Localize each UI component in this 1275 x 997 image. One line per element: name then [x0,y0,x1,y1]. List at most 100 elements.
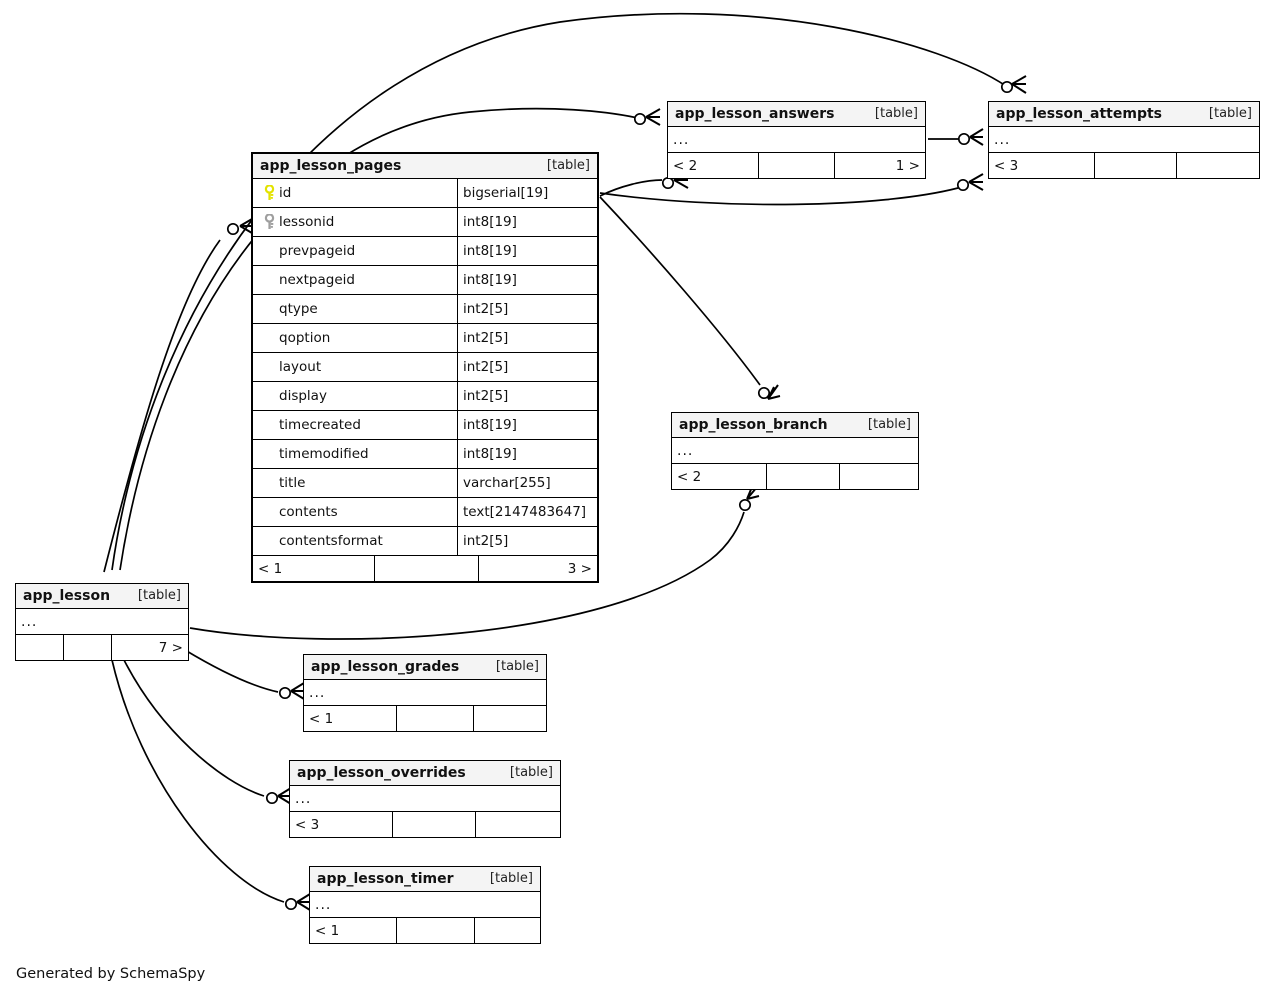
crowfoot-attempts-top [1011,75,1027,94]
column-name-cell: title [253,469,458,497]
table-title-bar: app_lesson_grades [table] [304,655,546,680]
column-label: lessonid [279,214,335,230]
table-kind-label: [table] [1208,106,1252,121]
column-type: text[2147483647] [463,504,587,520]
column-label: display [279,388,327,404]
table-name: app_lesson [23,587,111,604]
footer-middle [393,812,476,837]
table-name: app_lesson_attempts [996,105,1162,122]
table-row[interactable]: nextpageid int8[19] [253,266,597,295]
column-label: qtype [279,301,318,317]
table-title-bar: app_lesson_answers [table] [668,102,925,127]
column-type: int8[19] [463,417,517,433]
crowfoot-attempts-mid [969,128,984,146]
table-row[interactable]: contentsformat int2[5] [253,527,597,556]
table-app-lesson-overrides[interactable]: app_lesson_overrides [table] ... < 3 [289,760,561,838]
table-row[interactable]: id bigserial[19] [253,179,597,208]
footer-children-count [1177,153,1259,178]
column-name-cell: display [253,382,458,410]
table-title-bar: app_lesson_overrides [table] [290,761,560,786]
edge-pages-to-answers [599,179,663,197]
column-label: nextpageid [279,272,355,288]
table-name: app_lesson_pages [260,157,402,174]
footer-children-count: 3 > [567,560,592,577]
column-name-cell: layout [253,353,458,381]
column-type: int2[5] [463,388,509,404]
table-app-lesson-branch[interactable]: app_lesson_branch [table] ... < 2 [671,412,919,490]
crowfoot-branch-top [767,384,781,400]
table-title-bar: app_lesson [table] [16,584,188,609]
edge-lesson-to-grades [184,649,279,693]
column-type: int2[5] [463,359,509,375]
table-app-lesson-timer[interactable]: app_lesson_timer [table] ... < 1 [309,866,541,944]
column-type: int8[19] [463,272,517,288]
column-type: int8[19] [463,243,517,259]
table-footer: < 1 [304,706,546,731]
table-name: app_lesson_answers [675,105,835,122]
crowfoot-answers-top [645,108,661,126]
table-row[interactable]: qtype int2[5] [253,295,597,324]
table-row[interactable]: display int2[5] [253,382,597,411]
collapsed-columns-indicator: ... [672,438,918,464]
column-type: bigserial[19] [463,185,549,201]
table-row[interactable]: lessonid int8[19] [253,208,597,237]
footer-parents-count: < 1 [304,706,397,731]
column-name-cell: qoption [253,324,458,352]
collapsed-columns-indicator: ... [310,892,540,918]
edge-pages-to-branch [599,196,761,386]
table-row[interactable]: timemodified int8[19] [253,440,597,469]
footer-parents-count [16,635,64,660]
table-app-lesson[interactable]: app_lesson [table] ... 7 > [15,583,189,661]
foreign-key-icon [259,214,279,230]
column-type: int2[5] [463,301,509,317]
column-name-cell: contentsformat [253,527,458,555]
table-title-bar: app_lesson_timer [table] [310,867,540,892]
table-name: app_lesson_timer [317,870,454,887]
collapsed-columns-indicator: ... [668,127,925,153]
collapsed-columns-indicator: ... [290,786,560,812]
table-row[interactable]: layout int2[5] [253,353,597,382]
footer-middle [397,706,474,731]
table-kind-label: [table] [874,106,918,121]
edge-lesson-to-pages [103,239,221,573]
column-type: int8[19] [463,446,517,462]
footer-children-count: 1 > [895,157,920,174]
footer-parents-count: < 1 [310,918,397,943]
table-footer: < 1 [310,918,540,943]
collapsed-columns-indicator: ... [16,609,188,635]
column-name-cell: contents [253,498,458,526]
table-footer: < 2 1 > [668,153,925,178]
column-type: int2[5] [463,330,509,346]
table-row[interactable]: qoption int2[5] [253,324,597,353]
table-row[interactable]: contents text[2147483647] [253,498,597,527]
table-title-bar: app_lesson_attempts [table] [989,102,1259,127]
column-name-cell: id [253,179,458,207]
table-app-lesson-answers[interactable]: app_lesson_answers [table] ... < 2 1 > [667,101,926,179]
table-name: app_lesson_overrides [297,764,466,781]
table-app-lesson-attempts[interactable]: app_lesson_attempts [table] ... < 3 [988,101,1260,179]
footer-parents-count: < 2 [668,153,759,178]
primary-key-icon [259,185,279,201]
table-footer: < 1 3 > [253,556,597,581]
table-kind-label: [table] [546,158,590,173]
column-label: qoption [279,330,331,346]
collapsed-columns-indicator: ... [304,680,546,706]
table-title-bar: app_lesson_branch [table] [672,413,918,438]
column-name-cell: qtype [253,295,458,323]
footer-children-count [840,464,918,489]
table-footer: < 3 [290,812,560,837]
table-row[interactable]: timecreated int8[19] [253,411,597,440]
footer-middle [1095,153,1177,178]
table-app-lesson-grades[interactable]: app_lesson_grades [table] ... < 1 [303,654,547,732]
footer-middle [375,556,479,581]
table-name: app_lesson_grades [311,658,460,675]
table-row[interactable]: title varchar[255] [253,469,597,498]
footer-parents-count: < 3 [290,812,393,837]
table-row[interactable]: prevpageid int8[19] [253,237,597,266]
table-footer: 7 > [16,635,188,660]
table-footer: < 3 [989,153,1259,178]
table-app-lesson-pages[interactable]: app_lesson_pages [table] id bigserial[19… [251,152,599,583]
column-label: timemodified [279,446,369,462]
column-label: title [279,475,306,491]
column-label: layout [279,359,322,375]
